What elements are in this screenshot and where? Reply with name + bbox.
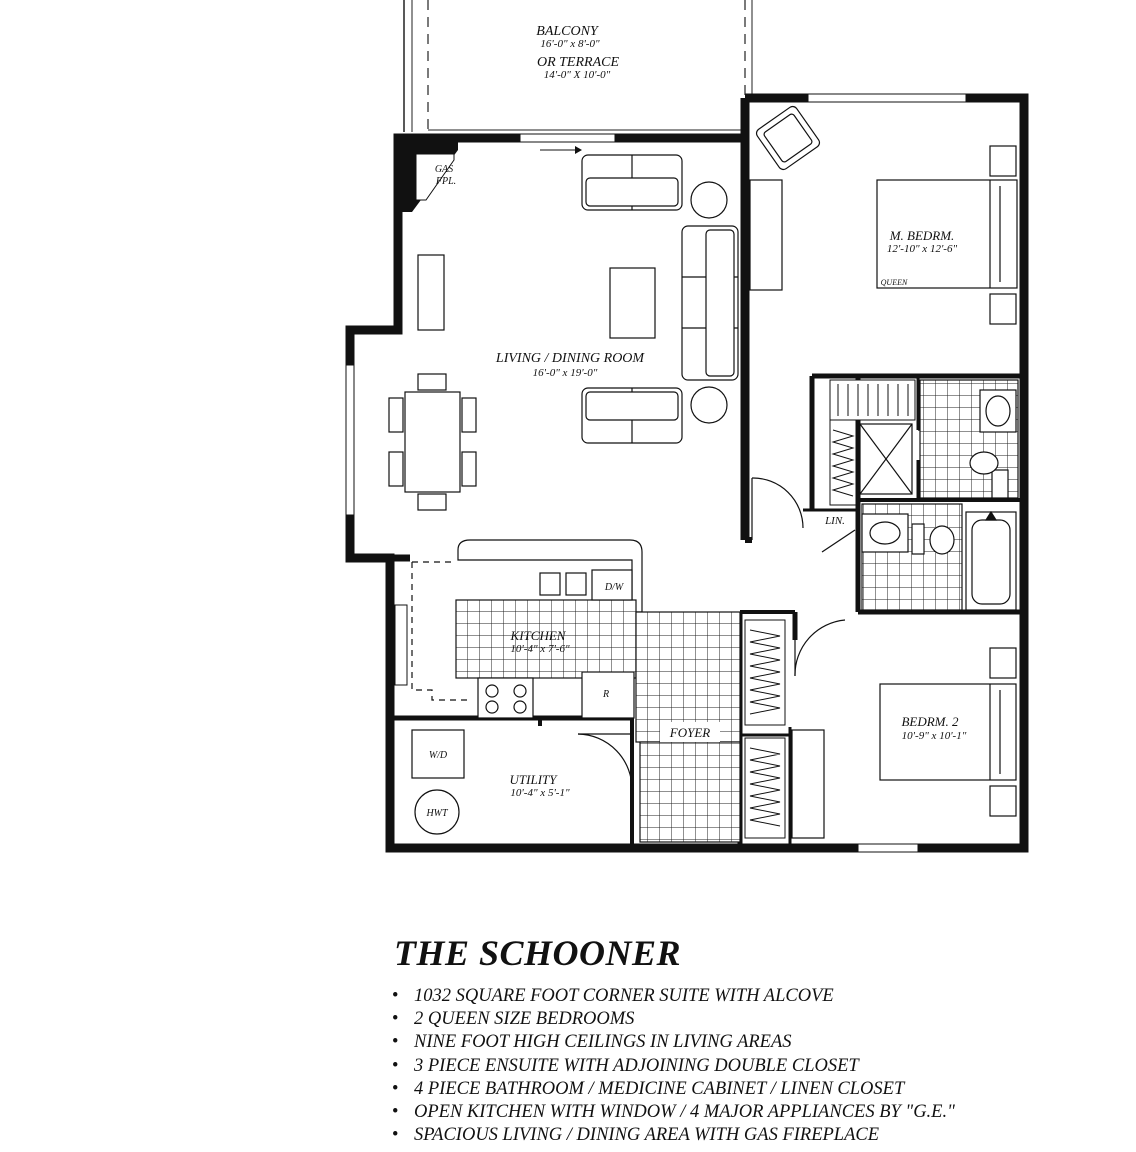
feature-text: 3 PIECE ENSUITE WITH ADJOINING DOUBLE CL… xyxy=(414,1055,859,1076)
terrace-name: OR TERRACE xyxy=(537,55,619,70)
feature-item: • SPACIOUS LIVING / DINING AREA WITH GAS … xyxy=(392,1124,955,1147)
feature-item: • 3 PIECE ENSUITE WITH ADJOINING DOUBLE C… xyxy=(392,1055,955,1078)
ensuite-bathroom xyxy=(859,379,1019,499)
feature-list: • 1032 SQUARE FOOT CORNER SUITE WITH ALCO… xyxy=(392,985,955,1147)
balcony xyxy=(403,0,753,132)
utility-dims: 10'-4" x 5'-1" xyxy=(510,787,570,799)
foyer-name: FOYER xyxy=(669,725,711,740)
feature-item: • NINE FOOT HIGH CEILINGS IN LIVING AREAS xyxy=(392,1031,955,1054)
windows xyxy=(345,93,967,853)
terrace-dims: 14'-0" X 10'-0" xyxy=(544,69,611,81)
fireplace-label-1: GAS xyxy=(435,164,453,175)
feature-item: • 1032 SQUARE FOOT CORNER SUITE WITH ALCO… xyxy=(392,985,955,1008)
living-furniture xyxy=(388,154,739,511)
bedroom2-dims: 10'-9" x 10'-1" xyxy=(902,730,967,742)
suite-title: THE SCHOONER xyxy=(394,933,682,973)
fridge-label: R xyxy=(602,689,609,700)
washer-dryer-label: W/D xyxy=(429,750,448,761)
main-bathroom xyxy=(861,503,1017,611)
queen-bed-label: QUEEN xyxy=(881,278,908,287)
kitchen xyxy=(411,539,741,843)
master-bedroom-furniture xyxy=(749,105,1018,325)
master-bedroom-dims: 12'-10" x 12'-6" xyxy=(887,243,958,255)
balcony-dims: 16'-0" x 8'-0" xyxy=(540,38,600,50)
kitchen-dims: 10'-4" x 7'-6" xyxy=(510,643,570,655)
bullet: • xyxy=(392,1125,399,1146)
linen-closet-label: LIN. xyxy=(824,515,845,527)
exterior-walls xyxy=(345,93,1029,853)
kitchen-name: KITCHEN xyxy=(510,628,567,643)
bullet: • xyxy=(392,1009,399,1030)
closets xyxy=(744,379,916,839)
gas-fireplace: GAS FPL. xyxy=(400,140,458,212)
feature-text: 4 PIECE BATHROOM / MEDICINE CABINET / LI… xyxy=(414,1078,905,1099)
floor-plan: GAS FPL. xyxy=(345,0,1029,853)
feature-text: SPACIOUS LIVING / DINING AREA WITH GAS F… xyxy=(414,1125,880,1146)
bullet: • xyxy=(392,1102,399,1123)
feature-item: • OPEN KITCHEN WITH WINDOW / 4 MAJOR APPL… xyxy=(392,1101,955,1124)
feature-text: 2 QUEEN SIZE BEDROOMS xyxy=(414,1009,635,1030)
feature-text: NINE FOOT HIGH CEILINGS IN LIVING AREAS xyxy=(414,1032,792,1053)
feature-item: • 4 PIECE BATHROOM / MEDICINE CABINET / L… xyxy=(392,1078,955,1101)
balcony-name: BALCONY xyxy=(536,24,600,39)
feature-text: 1032 SQUARE FOOT CORNER SUITE WITH ALCOV… xyxy=(414,986,834,1006)
living-room-name: LIVING / DINING ROOM xyxy=(495,351,645,366)
hot-water-tank-label: HWT xyxy=(425,808,449,819)
master-bedroom-name: M. BEDRM. xyxy=(889,228,955,243)
bedroom2-name: BEDRM. 2 xyxy=(901,714,959,729)
utility-name: UTILITY xyxy=(510,772,559,787)
feature-text: OPEN KITCHEN WITH WINDOW / 4 MAJOR APPLI… xyxy=(414,1102,955,1123)
bullet: • xyxy=(392,1032,399,1053)
bullet: • xyxy=(392,986,399,1006)
bullet: • xyxy=(392,1055,399,1076)
feature-item: • 2 QUEEN SIZE BEDROOMS xyxy=(392,1008,955,1031)
bedroom2-furniture xyxy=(791,647,1017,839)
dishwasher-label: D/W xyxy=(604,582,625,593)
bullet: • xyxy=(392,1078,399,1099)
fireplace-label-2: FPL. xyxy=(435,176,456,187)
utility-room xyxy=(411,729,465,835)
living-room-dims: 16'-0" x 19'-0" xyxy=(533,367,598,379)
